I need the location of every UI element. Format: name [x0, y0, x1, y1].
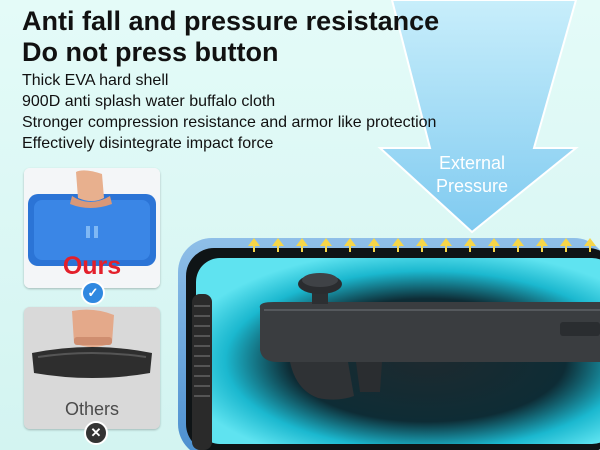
- feature-item: 900D anti splash water buffalo cloth: [22, 93, 276, 110]
- feature-list: Thick EVA hard shell 900D anti splash wa…: [22, 70, 436, 154]
- headline: Anti fall and pressure resistance Do not…: [22, 6, 582, 68]
- arrow-label: External Pressure: [420, 152, 524, 198]
- cross-icon: ✕: [84, 421, 108, 445]
- console-case-cross-section: [178, 238, 600, 450]
- headline-line-2: Do not press button: [22, 37, 279, 67]
- arrow-label-line-2: Pressure: [435, 176, 509, 196]
- ours-label: Ours: [62, 252, 122, 280]
- feature-item: Effectively disintegrate impact force: [22, 135, 274, 152]
- others-case-illustration: [24, 307, 160, 429]
- feature-item: Thick EVA hard shell: [22, 72, 169, 89]
- ours-case-illustration: [24, 168, 160, 288]
- others-label: Others: [64, 399, 120, 419]
- others-card: Others: [24, 307, 160, 429]
- check-icon: ✓: [81, 281, 105, 305]
- feature-item: Stronger compression resistance and armo…: [22, 114, 437, 131]
- headline-line-1: Anti fall and pressure resistance: [22, 6, 440, 36]
- ours-card: Ours: [24, 168, 160, 288]
- arrow-label-line-1: External: [438, 153, 506, 173]
